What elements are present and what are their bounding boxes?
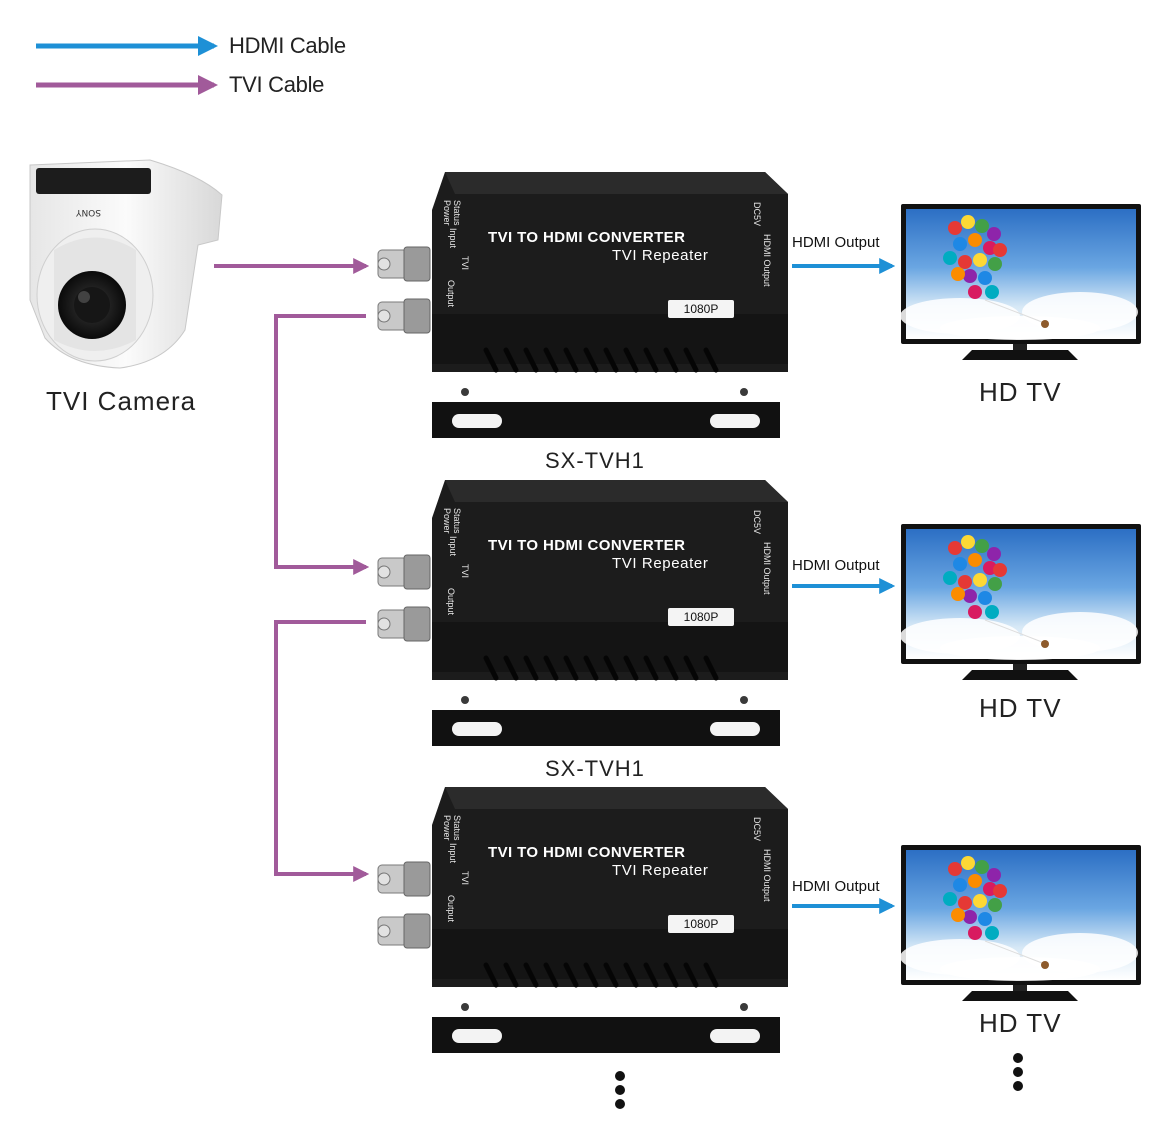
tv-icon <box>900 524 1141 680</box>
device-port-label: TVI <box>460 871 470 886</box>
device-title: TVI TO HDMI CONVERTER <box>488 844 686 861</box>
tvi-cable-chain-2 <box>274 620 370 882</box>
device-port-label: HDMI Output <box>762 849 772 902</box>
device-port-label: TVI <box>460 256 470 271</box>
device-port-label: HDMI Output <box>762 542 772 595</box>
converter-device <box>377 480 788 746</box>
tv-label: HD TV <box>979 1008 1062 1038</box>
camera-brand-text: SONY <box>75 207 101 217</box>
device-port-label: Status <box>452 508 462 534</box>
tv-icon <box>900 204 1141 360</box>
device-port-label: Input <box>448 843 458 864</box>
device-port-label: HDMI Output <box>762 234 772 287</box>
device-title: TVI TO HDMI CONVERTER <box>488 537 686 554</box>
camera-icon: SONY <box>29 159 223 369</box>
device-port-label: DC5V <box>752 817 762 842</box>
converter-device <box>377 172 788 438</box>
device-model-label: SX-TVH1 <box>545 756 645 781</box>
device-port-label: Input <box>448 536 458 557</box>
hdmi-output-label: HDMI Output <box>792 234 880 251</box>
device-subtitle: TVI Repeater <box>612 862 709 879</box>
hdmi-output-label: HDMI Output <box>792 557 880 574</box>
device-port-label: DC5V <box>752 510 762 535</box>
device-port-label: DC5V <box>752 202 762 227</box>
device-port-label: TVI <box>460 564 470 579</box>
device-port-label: Output <box>446 280 456 308</box>
tv-label: HD TV <box>979 693 1062 723</box>
device-resolution-badge: 1080P <box>668 300 734 318</box>
device-resolution-badge: 1080P <box>668 608 734 626</box>
device-subtitle: TVI Repeater <box>612 247 709 264</box>
device-port-label: Power <box>442 508 452 534</box>
device-port-label: Power <box>442 815 452 841</box>
device-subtitle: TVI Repeater <box>612 555 709 572</box>
device-model-label: SX-TVH1 <box>545 448 645 473</box>
converter-device <box>377 787 788 1053</box>
device-port-label: Status <box>452 815 462 841</box>
legend-hdmi-label: HDMI Cable <box>229 33 346 58</box>
device-title: TVI TO HDMI CONVERTER <box>488 229 686 246</box>
continuation-dots-devices <box>615 1071 625 1109</box>
device-port-label: Output <box>446 895 456 923</box>
tv-icon <box>900 845 1141 1001</box>
camera-label: TVI Camera <box>46 386 197 416</box>
device-port-label: Power <box>442 200 452 226</box>
continuation-dots-tvs <box>1013 1053 1023 1091</box>
device-port-label: Input <box>448 228 458 249</box>
legend-tvi-label: TVI Cable <box>229 72 325 97</box>
device-port-label: Status <box>452 200 462 226</box>
hdmi-output-label: HDMI Output <box>792 878 880 895</box>
tvi-cable-chain-1 <box>274 314 370 575</box>
device-port-label: Output <box>446 588 456 616</box>
device-resolution-badge: 1080P <box>668 915 734 933</box>
tv-label: HD TV <box>979 377 1062 407</box>
